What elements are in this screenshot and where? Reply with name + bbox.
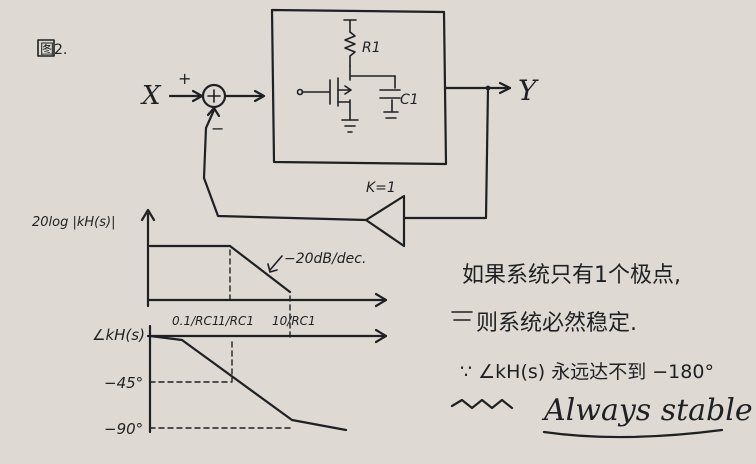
phase-curve xyxy=(148,334,348,432)
capacitor-symbol xyxy=(379,89,401,99)
scribble-1 xyxy=(451,311,473,321)
phase-45-dash xyxy=(149,339,233,383)
underline xyxy=(542,428,724,439)
capacitor-label: C1 xyxy=(400,92,419,108)
feedback-path xyxy=(402,86,490,220)
phase-tick-90: −90° xyxy=(104,420,143,438)
note-line-2: 则系统必然稳定. xyxy=(476,311,637,336)
ground-symbol-2 xyxy=(383,99,399,119)
sum-plus-sign: + xyxy=(178,69,191,88)
sum-minus-sign: − xyxy=(211,119,224,138)
freq-tick-1: 1/RC1 xyxy=(218,314,254,328)
figure-label: 图2. xyxy=(40,42,67,58)
magnitude-curve xyxy=(148,244,292,294)
freq-tick-0: 0.1/RC1 xyxy=(172,314,219,328)
feedback-return-path xyxy=(202,108,368,222)
note-line-3: ∵ ∠kH(s) 永远达不到 −180° xyxy=(460,361,714,383)
system-block xyxy=(270,8,448,166)
note-line-4: Always stable xyxy=(541,393,753,428)
feedback-gain-label: K=1 xyxy=(366,180,396,196)
magnitude-axis-label: 20log |kH(s)| xyxy=(32,215,115,230)
input-label: X xyxy=(140,81,162,111)
ground-symbol xyxy=(341,119,359,133)
slope-pointer xyxy=(267,255,283,273)
scribble-2 xyxy=(450,398,514,410)
output-label: Y xyxy=(518,74,539,107)
note-line-1: 如果系统只有1个极点, xyxy=(462,263,681,288)
resistor-symbol xyxy=(344,31,356,67)
gate-terminal xyxy=(296,88,304,96)
freq-tick-2: 10/RC1 xyxy=(272,314,316,328)
phase-axis-label: ∠kH(s) xyxy=(92,326,145,344)
phase-tick-45: −45° xyxy=(104,374,143,392)
slope-label: −20dB/dec. xyxy=(284,251,366,267)
transistor-circuit: R1 C1 xyxy=(296,19,419,133)
resistor-label: R1 xyxy=(362,40,381,56)
figure-label-box xyxy=(37,39,55,57)
feedback-gain-block xyxy=(364,194,406,248)
